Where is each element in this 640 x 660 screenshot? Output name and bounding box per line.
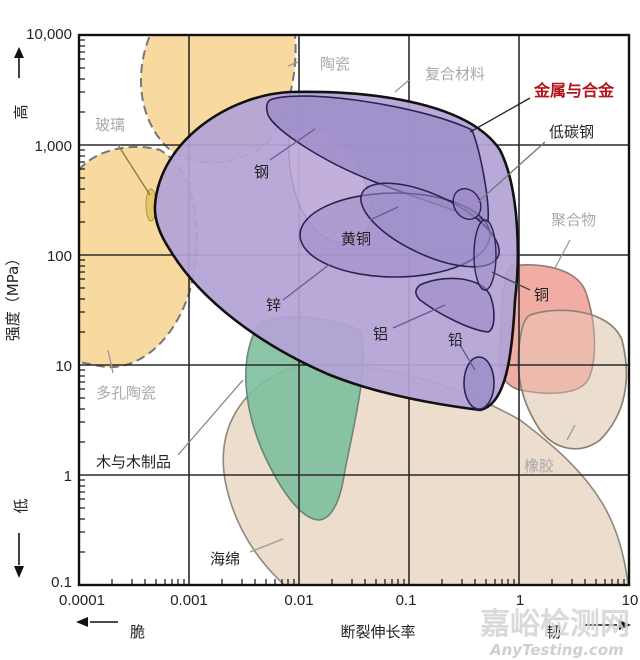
- label-metals: 金属与合金: [533, 81, 615, 100]
- watermark-cn: 嘉峪检测网: [480, 607, 630, 642]
- label-aluminum: 铝: [373, 325, 388, 343]
- x-tick-0.1: 0.1: [396, 592, 417, 609]
- label-ceramics: 陶瓷: [320, 55, 350, 73]
- label-wood: 木与木制品: [96, 453, 171, 471]
- y-tick-0.1: 0.1: [51, 574, 72, 591]
- y-tick-1000: 1,000: [34, 138, 72, 155]
- x-left-arrow-icon: [76, 617, 118, 627]
- label-low-carbon-steel: 低碳钢: [549, 123, 594, 141]
- y-low-label: 低: [12, 498, 30, 513]
- x-tick-10: 10: [622, 592, 639, 609]
- label-sponge: 海绵: [210, 550, 240, 568]
- y-up-arrow-icon: [14, 47, 24, 78]
- region-lead: [463, 356, 495, 410]
- y-high-label: 高: [12, 104, 30, 119]
- x-tick-0.01: 0.01: [284, 592, 313, 609]
- label-composites: 复合材料: [425, 65, 485, 83]
- x-brittle-label: 脆: [130, 623, 145, 641]
- x-minor-ticks: [111, 579, 625, 585]
- label-copper: 铜: [534, 286, 549, 304]
- y-tick-100: 100: [47, 248, 72, 265]
- x-tick-0.001: 0.001: [170, 592, 208, 609]
- label-rubber: 橡胶: [524, 457, 554, 475]
- x-tick-0.0001: 0.0001: [59, 592, 105, 609]
- x-tough-label: 韧: [546, 623, 561, 641]
- label-steel: 钢: [254, 163, 269, 181]
- y-tick-1: 1: [64, 468, 72, 485]
- label-glass: 玻璃: [95, 116, 125, 134]
- label-porous-ceramics: 多孔陶瓷: [96, 384, 156, 402]
- y-tick-10000: 10,000: [26, 26, 72, 43]
- x-right-arrow-icon: [585, 620, 631, 630]
- y-tick-10: 10: [55, 358, 72, 375]
- label-zinc: 锌: [266, 296, 281, 314]
- y-axis-title: 强度（MPa）: [4, 251, 22, 342]
- label-lead: 铅: [448, 331, 463, 349]
- y-minor-ticks: [79, 39, 85, 553]
- region-brass: [360, 182, 500, 268]
- region-low-carbon-steel: [452, 187, 482, 221]
- region-rubber-outline: [517, 309, 628, 450]
- region-copper: [473, 219, 497, 291]
- x-axis-title: 断裂伸长率: [340, 623, 415, 641]
- watermark-en: AnyTesting.com: [489, 641, 624, 659]
- label-polymers: 聚合物: [551, 211, 596, 229]
- y-down-arrow-icon: [14, 533, 24, 578]
- x-tick-1: 1: [516, 592, 524, 609]
- plot-frame: [77, 33, 631, 587]
- leader-lines: [107, 61, 576, 553]
- region-aluminum: [415, 277, 495, 333]
- label-brass: 黄铜: [341, 230, 371, 248]
